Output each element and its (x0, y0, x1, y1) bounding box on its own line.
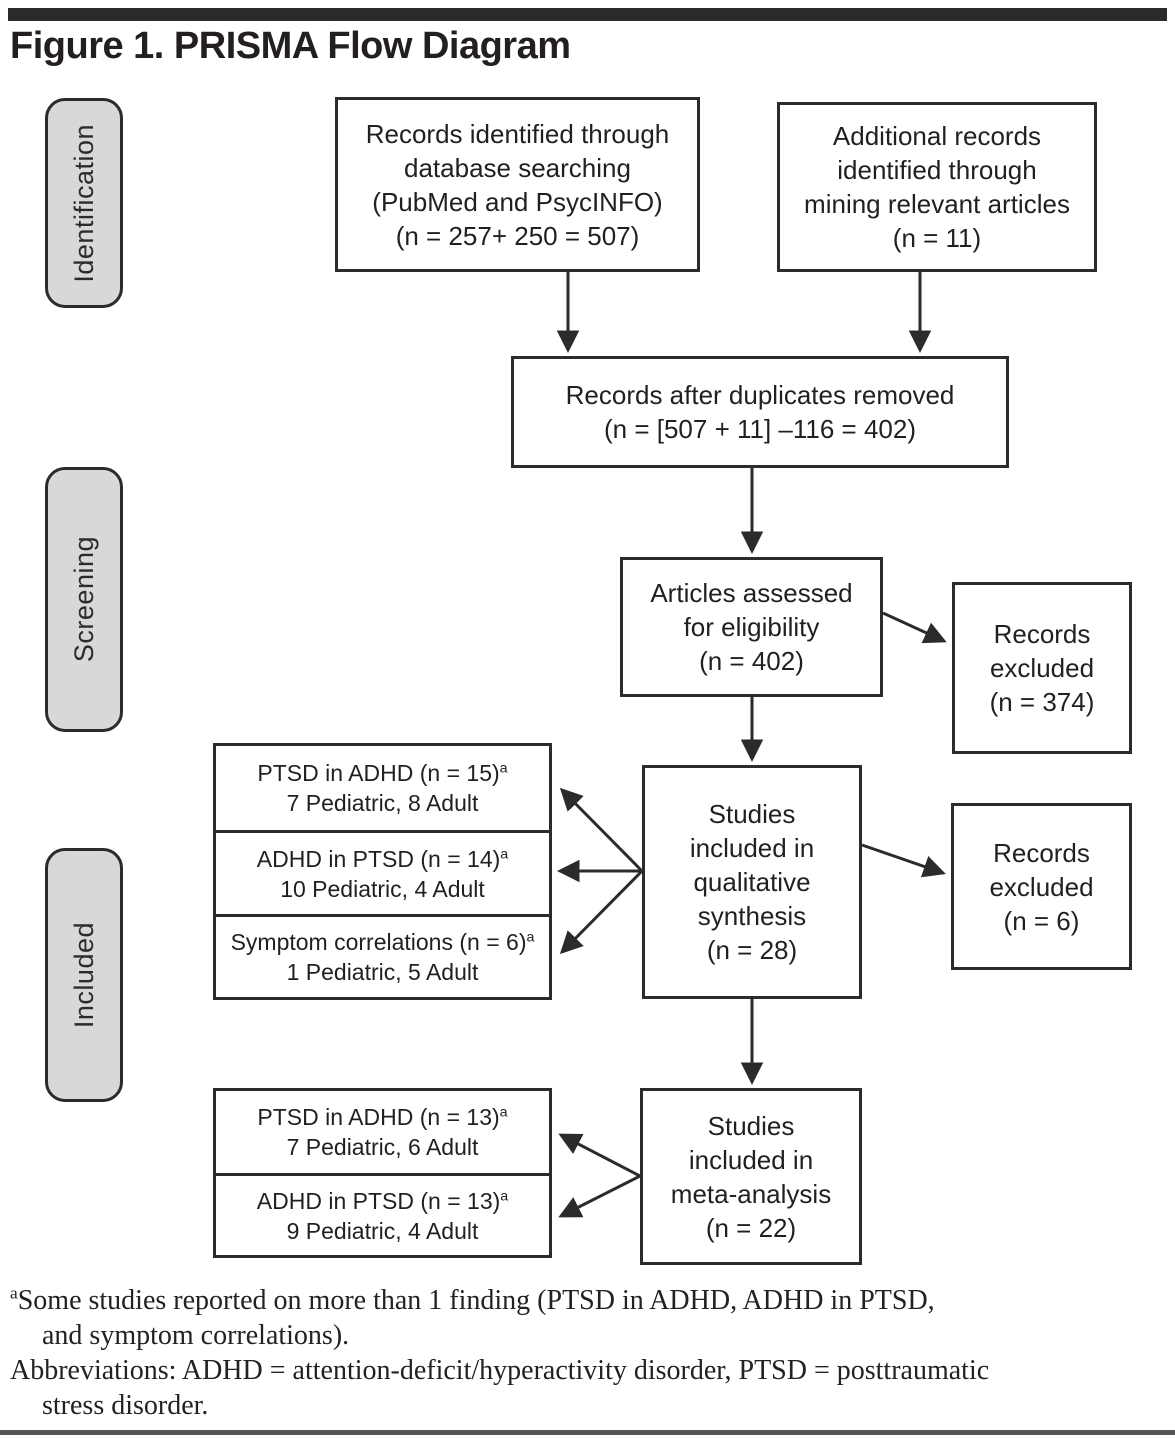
stage-screening-label: Screening (68, 536, 99, 663)
footnote-some-studies-line1: aSome studies reported on more than 1 fi… (10, 1283, 1168, 1318)
stage-included: Included (45, 848, 123, 1102)
box-articles-assessed-text: Articles assessed for eligibility (n = 4… (650, 578, 853, 676)
stack-row-head-text: PTSD in ADHD (n = 15) (257, 760, 500, 786)
box-duplicates-removed-text: Records after duplicates removed (n = [5… (565, 380, 955, 444)
stack-row-head: PTSD in ADHD (n = 13)a (257, 1102, 507, 1132)
stack-row-head-text: Symptom correlations (n = 6) (230, 929, 527, 955)
stack-row-sub: 7 Pediatric, 8 Adult (286, 790, 479, 816)
footnote-marker: a (526, 929, 535, 946)
footnote-marker: a (500, 1187, 509, 1204)
stack-row-head: PTSD in ADHD (n = 15)a (257, 758, 507, 788)
footnote-some-studies-line2: and symptom correlations). (42, 1320, 350, 1351)
stack-row-symptom-correlations-6: Symptom correlations (n = 6)a 1 Pediatri… (216, 914, 549, 997)
stack-row-ptsd-in-adhd-13: PTSD in ADHD (n = 13)a 7 Pediatric, 6 Ad… (216, 1091, 549, 1173)
stage-screening: Screening (45, 467, 123, 732)
stage-included-label: Included (68, 921, 99, 1029)
box-meta-analysis-text: Studies included in meta-analysis (n = 2… (670, 1110, 832, 1243)
footnote-marker: a (499, 1104, 508, 1121)
qualitative-findings-stack: PTSD in ADHD (n = 15)a 7 Pediatric, 8 Ad… (213, 743, 552, 1000)
stack-row-adhd-in-ptsd-13: ADHD in PTSD (n = 13)a 9 Pediatric, 4 Ad… (216, 1173, 549, 1255)
box-duplicates-removed: Records after duplicates removed (n = [5… (511, 356, 1009, 468)
arrow-eligibility-to-excluded-374 (882, 611, 947, 644)
box-additional-records: Additional records identified through mi… (777, 102, 1097, 272)
box-records-identified: Records identified through database sear… (335, 97, 700, 272)
footnote-marker: a (10, 1283, 18, 1303)
arrow-meta-to-adhd-in-ptsd (558, 1174, 641, 1218)
box-records-excluded-6-text: Records excluded (n = 6) (989, 837, 1094, 936)
box-articles-assessed: Articles assessed for eligibility (n = 4… (620, 557, 883, 697)
box-records-excluded-374-text: Records excluded (n = 374) (989, 619, 1095, 717)
stack-row-head: ADHD in PTSD (n = 14)a (257, 844, 508, 874)
arrow-qualitative-to-excluded-6 (861, 843, 946, 878)
stack-row-ptsd-in-adhd-15: PTSD in ADHD (n = 15)a 7 Pediatric, 8 Ad… (216, 746, 549, 830)
footnotes: aSome studies reported on more than 1 fi… (10, 1283, 1168, 1423)
arrow-meta-to-ptsd-in-adhd (558, 1133, 641, 1178)
stack-row-adhd-in-ptsd-14: ADHD in PTSD (n = 14)a 10 Pediatric, 4 A… (216, 830, 549, 914)
stack-row-sub: 9 Pediatric, 4 Adult (286, 1217, 479, 1244)
box-records-identified-text: Records identified through database sear… (365, 118, 670, 251)
box-qualitative-synthesis-text: Studies included in qualitative synthesi… (689, 799, 815, 965)
bottom-rule (0, 1430, 1175, 1435)
stage-identification: Identification (45, 98, 123, 308)
figure-title: Figure 1. PRISMA Flow Diagram (10, 25, 571, 67)
footnote-marker: a (500, 845, 509, 862)
stack-row-head-text: ADHD in PTSD (n = 13) (256, 1187, 501, 1214)
box-additional-records-text: Additional records identified through mi… (804, 121, 1070, 253)
box-records-excluded-6: Records excluded (n = 6) (951, 803, 1132, 970)
stack-row-sub: 10 Pediatric, 4 Adult (280, 875, 485, 902)
arrow-qualitative-to-symptom-correlations (559, 869, 644, 955)
stack-row-sub: 7 Pediatric, 6 Adult (286, 1134, 479, 1160)
footnote-abbreviations-line1: Abbreviations: ADHD = attention-deficit/… (10, 1355, 990, 1386)
box-qualitative-synthesis: Studies included in qualitative synthesi… (642, 765, 862, 999)
box-records-excluded-374: Records excluded (n = 374) (952, 582, 1132, 754)
stack-row-sub: 1 Pediatric, 5 Adult (286, 959, 479, 985)
footnote-abbreviations-line2: stress disorder. (42, 1390, 209, 1421)
top-rule (8, 8, 1167, 21)
stage-identification-label: Identification (68, 123, 99, 283)
stack-row-head-text: ADHD in PTSD (n = 14) (256, 845, 501, 872)
footnote-marker: a (499, 760, 508, 777)
stack-row-head: Symptom correlations (n = 6)a (231, 927, 535, 957)
meta-findings-stack: PTSD in ADHD (n = 13)a 7 Pediatric, 6 Ad… (213, 1088, 552, 1258)
arrow-qualitative-to-ptsd-in-adhd (559, 787, 644, 873)
footnote-text: Some studies reported on more than 1 fin… (17, 1285, 935, 1316)
stack-row-head-text: PTSD in ADHD (n = 13) (257, 1104, 500, 1130)
stack-row-head: ADHD in PTSD (n = 13)a (257, 1186, 508, 1216)
box-meta-analysis: Studies included in meta-analysis (n = 2… (640, 1088, 862, 1265)
